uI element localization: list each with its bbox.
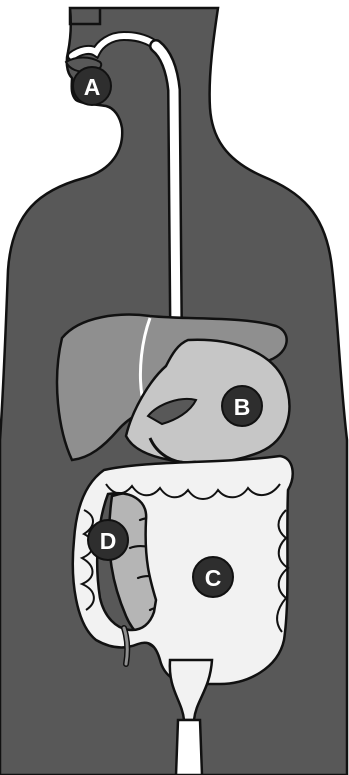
label-a-text: A <box>84 74 101 100</box>
label-d-text: D <box>100 528 117 554</box>
label-c: C <box>193 557 233 597</box>
anal-canal <box>176 720 202 775</box>
label-d: D <box>88 520 128 560</box>
label-a: A <box>73 67 111 105</box>
label-b-text: B <box>234 394 251 420</box>
label-c-text: C <box>205 565 222 591</box>
label-b: B <box>222 386 262 426</box>
